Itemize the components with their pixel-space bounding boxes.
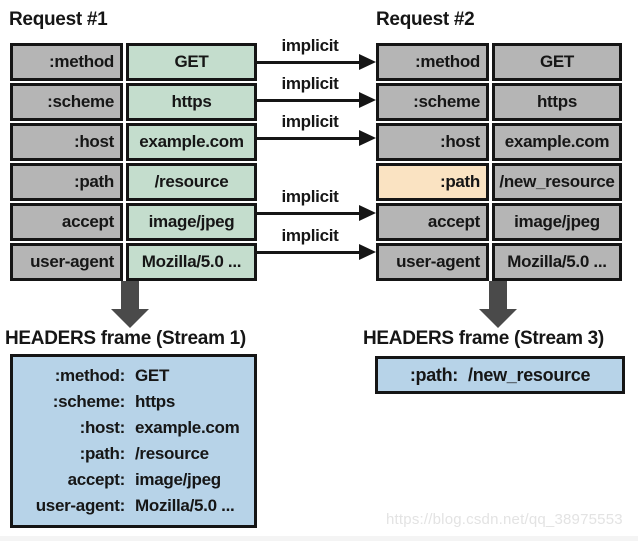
watermark-url: https://blog.csdn.net/qq_38975553 [386,511,623,528]
request1-title: Request #1 [9,9,108,30]
frame-header-name: :method: [54,366,126,385]
frame-header-value: image/jpeg [135,470,221,489]
frame2-title: HEADERS frame (Stream 3) [363,328,604,349]
table-row: :method GET [10,43,257,81]
frame1-box: :method: GET :scheme: https :host: examp… [10,354,257,528]
table-row: :host example.com [376,123,622,161]
header-value-cell: https [492,83,622,121]
header-name-cell: :scheme [376,83,489,121]
frame-header-name: user-agent: [35,496,126,515]
header-name-cell: accept [10,203,123,241]
header-name-cell: :path [10,163,123,201]
header-name-cell: :host [376,123,489,161]
arrow-right-icon [359,92,376,108]
arrow-right-icon [359,244,376,260]
header-value-cell: Mozilla/5.0 ... [492,243,622,281]
frame-header-value: /new_resource [468,364,591,385]
table-row: user-agent Mozilla/5.0 ... [10,243,257,281]
frame-line: user-agent: Mozilla/5.0 ... [19,493,246,519]
header-value-cell: Mozilla/5.0 ... [126,243,257,281]
header-name-cell: :method [376,43,489,81]
down-arrow-icon [489,281,507,309]
frame-line: :method: GET [19,363,246,389]
implicit-arrow-line [257,212,359,215]
table-row-highlighted-path: :path /new_resource [376,163,622,201]
down-arrow-icon [121,281,139,309]
frame-line: :path: /resource [19,441,246,467]
header-name-cell: :method [10,43,123,81]
implicit-label: implicit [281,226,339,245]
request2-table: :method GET :scheme https :host example.… [376,43,622,281]
arrow-right-icon [359,130,376,146]
frame-header-name: :host: [79,418,126,437]
table-row: accept image/jpeg [10,203,257,241]
frame-header-value: /resource [135,444,209,463]
table-row: :path /resource [10,163,257,201]
frame-header-value: GET [135,366,170,385]
table-row: user-agent Mozilla/5.0 ... [376,243,622,281]
header-value-cell: image/jpeg [492,203,622,241]
header-value-cell: /resource [126,163,257,201]
header-name-cell: user-agent [10,243,123,281]
arrow-right-icon [359,205,376,221]
frame-line: accept: image/jpeg [19,467,246,493]
implicit-label: implicit [281,74,339,93]
implicit-label: implicit [281,36,339,55]
implicit-label: implicit [281,112,339,131]
implicit-arrow-line [257,99,359,102]
table-row: accept image/jpeg [376,203,622,241]
header-name-cell: accept [376,203,489,241]
request1-table: :method GET :scheme https :host example.… [10,43,257,281]
table-row: :method GET [376,43,622,81]
down-arrow-icon [479,309,517,328]
header-value-cell: GET [492,43,622,81]
frame2-box: :path: /new_resource [375,356,625,394]
table-row: :host example.com [10,123,257,161]
frame-header-value: Mozilla/5.0 ... [135,496,235,515]
frame-header-value: https [135,392,176,411]
implicit-arrow-line [257,251,359,254]
header-value-cell: example.com [492,123,622,161]
frame1-title: HEADERS frame (Stream 1) [5,328,246,349]
down-arrow-icon [111,309,149,328]
table-row: :scheme https [376,83,622,121]
frame-header-name: :scheme: [52,392,126,411]
request2-title: Request #2 [376,9,475,30]
header-name-cell: :path [376,163,489,201]
header-value-cell: https [126,83,257,121]
frame-header-name: :path: [79,444,126,463]
header-value-cell: image/jpeg [126,203,257,241]
implicit-label: implicit [281,187,339,206]
page-bottom-strip [0,536,638,541]
header-value-cell: /new_resource [492,163,622,201]
implicit-arrow-line [257,137,359,140]
header-value-cell: GET [126,43,257,81]
header-name-cell: user-agent [376,243,489,281]
frame-line: :scheme: https [19,389,246,415]
frame-line: :host: example.com [19,415,246,441]
header-name-cell: :host [10,123,123,161]
table-row: :scheme https [10,83,257,121]
frame-header-name: :path: [409,364,458,385]
implicit-arrow-line [257,61,359,64]
header-value-cell: example.com [126,123,257,161]
frame-header-name: accept: [67,470,126,489]
header-name-cell: :scheme [10,83,123,121]
frame-header-value: example.com [135,418,240,437]
arrow-right-icon [359,54,376,70]
